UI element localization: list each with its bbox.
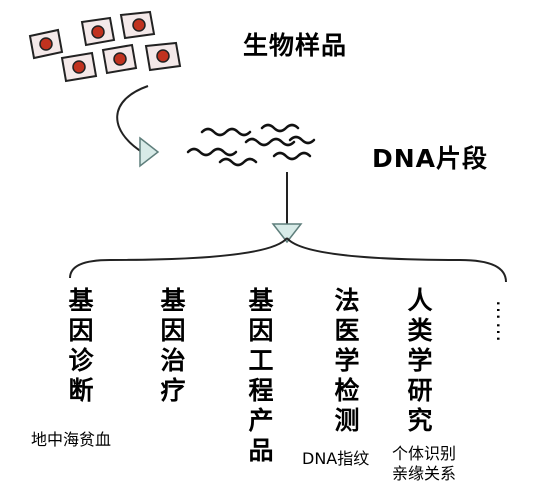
cell — [28, 28, 64, 60]
cell-cluster — [28, 10, 182, 83]
cell — [80, 16, 116, 47]
dna-fragments — [186, 123, 316, 167]
branch-gene-therapy: 基因治疗 — [160, 286, 186, 405]
cell — [60, 51, 98, 83]
ellipsis: …… — [492, 300, 516, 344]
cell — [101, 43, 138, 75]
cell — [119, 10, 156, 40]
branch-anthropology-research: 人类学研究 — [407, 286, 433, 435]
branch-genetic-engineering-products: 基因工程产品 — [248, 286, 274, 465]
curved-arrow — [116, 85, 160, 168]
branch-gene-diagnosis: 基因诊断 — [68, 286, 94, 405]
branch-forensic-testing: 法医学检测 — [334, 286, 360, 435]
cell — [144, 41, 182, 72]
branch-arcs — [69, 237, 507, 283]
dna-fragment-label: DNA片段 — [372, 144, 489, 173]
note-dna-fingerprint: DNA指纹 — [302, 449, 370, 468]
note-thalassemia: 地中海贫血 — [31, 430, 112, 449]
note-identity-kinship: 个体识别 亲缘关系 — [392, 444, 457, 483]
sample-label: 生物样品 — [243, 31, 348, 60]
down-arrow — [271, 172, 303, 244]
